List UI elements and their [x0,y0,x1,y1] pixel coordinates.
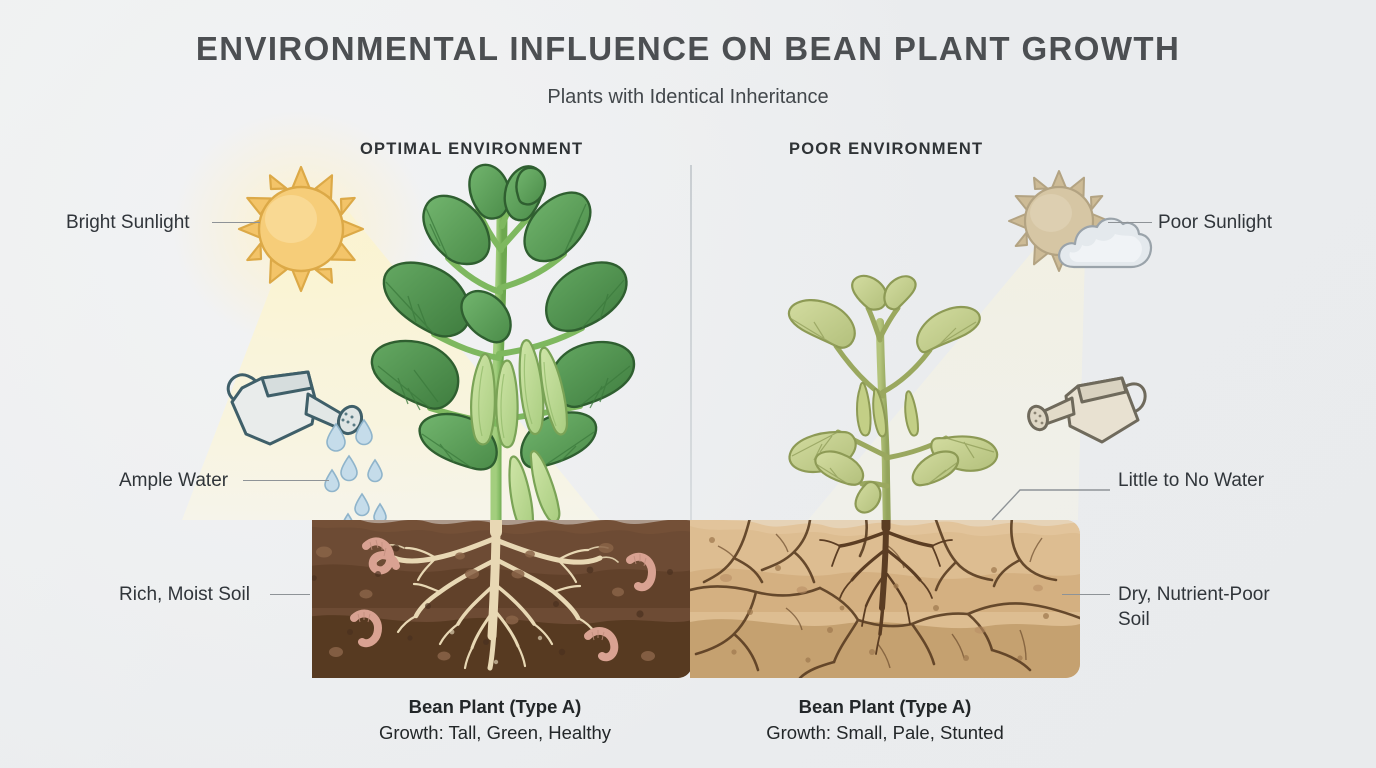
rich-soil-icon [312,520,692,678]
panel-heading-optimal: OPTIMAL ENVIRONMENT [360,140,584,158]
healthy-bean-plant-icon [370,163,636,536]
cloud-icon [1058,217,1153,269]
leader-line-dry-soil [1062,594,1110,596]
panel-heading-poor: POOR ENVIRONMENT [789,140,984,158]
caption-optimal-title: Bean Plant (Type A) [408,696,582,717]
caption-optimal: Bean Plant (Type A) Growth: Tall, Green,… [300,694,690,746]
label-dry-soil-line2: Soil [1118,609,1150,630]
caption-poor: Bean Plant (Type A) Growth: Small, Pale,… [690,694,1080,746]
leader-line-little-water [991,489,1110,521]
label-ample-water: Ample Water [119,470,229,491]
panel-divider [690,165,692,520]
leader-line-poor-sunlight [1108,222,1152,224]
leader-line-bright-sunlight [212,222,260,224]
caption-poor-growth: Growth: Small, Pale, Stunted [766,722,1004,743]
water-droplet-icon [324,418,387,534]
leader-line-ample-water [243,480,329,482]
watering-can-icon [226,370,364,446]
caption-optimal-growth: Growth: Tall, Green, Healthy [378,722,612,743]
leader-line-rich-soil [270,594,310,596]
label-little-to-no-water: Little to No Water [1118,470,1265,491]
sun-icon [237,165,365,293]
dry-cracked-soil-icon [690,520,1080,678]
page-subtitle: Plants with Identical Inheritance [547,86,829,108]
label-bright-sunlight: Bright Sunlight [66,212,190,233]
stunted-bean-plant-icon [787,274,999,536]
label-rich-moist-soil: Rich, Moist Soil [119,584,250,605]
caption-poor-title: Bean Plant (Type A) [798,696,972,717]
label-dry-soil-line1: Dry, Nutrient-Poor [1118,584,1270,605]
empty-watering-can-icon [1027,376,1147,444]
page-title: ENVIRONMENTAL INFLUENCE ON BEAN PLANT GR… [195,30,1181,67]
label-poor-sunlight: Poor Sunlight [1158,212,1273,233]
